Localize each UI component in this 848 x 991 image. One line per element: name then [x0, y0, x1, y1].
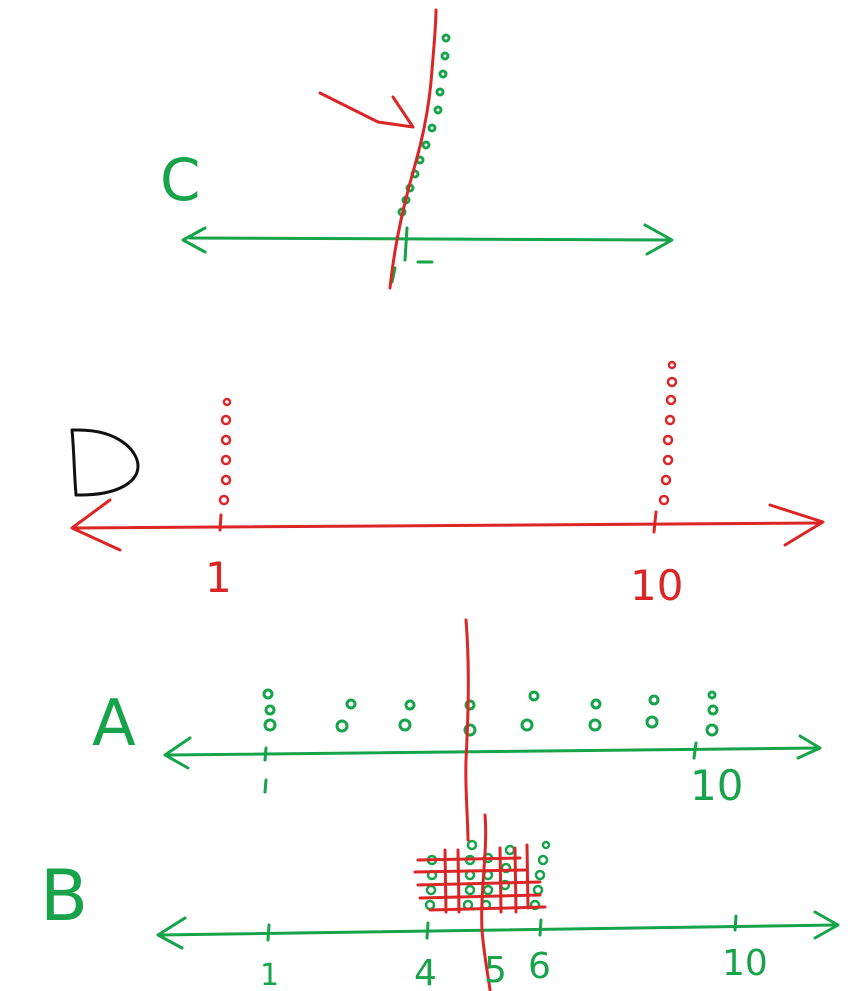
panel-a-distribution-curve [464, 618, 470, 842]
panel-b-tick-label-5: 5 [484, 950, 507, 991]
panel-c: C [160, 8, 674, 290]
panel-a: A [92, 618, 822, 842]
panel-c-distribution-curve [388, 8, 438, 290]
panel-d-tick-labels: 1 10 [205, 553, 683, 610]
panel-c-label: C [160, 146, 201, 214]
panel-a-dots [262, 688, 719, 737]
panel-c-axis [181, 223, 674, 256]
panel-a-tick-label-10: 10 [690, 761, 743, 810]
panel-b-red-bars [413, 843, 547, 914]
panel-a-tick-labels: 10 1 [690, 761, 743, 810]
panel-b: B [40, 813, 840, 991]
panel-d-tick-label-10: 10 [630, 561, 683, 610]
panel-b-distribution-curve [480, 813, 492, 991]
panel-d-axis [70, 498, 825, 552]
panel-b-tick-labels: 1 4 5 6 10 [260, 943, 768, 991]
panel-d-label: D [70, 428, 140, 497]
panel-b-label: B [40, 855, 88, 937]
panel-b-tick-label-6: 6 [528, 946, 551, 987]
panel-a-axis [163, 734, 822, 794]
panel-d-tick-label-1: 1 [205, 553, 232, 602]
panel-d: D 1 10 [70, 360, 825, 610]
panel-b-tick-label-4: 4 [414, 953, 437, 991]
panel-c-arrow-mark [318, 91, 415, 129]
panel-d-dots [218, 360, 678, 506]
panel-c-ticks [390, 226, 434, 284]
panel-b-tick-label-1: 1 [260, 958, 279, 991]
panel-b-tick-label-10: 10 [722, 943, 768, 984]
panel-a-label: A [92, 687, 136, 761]
panel-b-axis [156, 910, 840, 950]
